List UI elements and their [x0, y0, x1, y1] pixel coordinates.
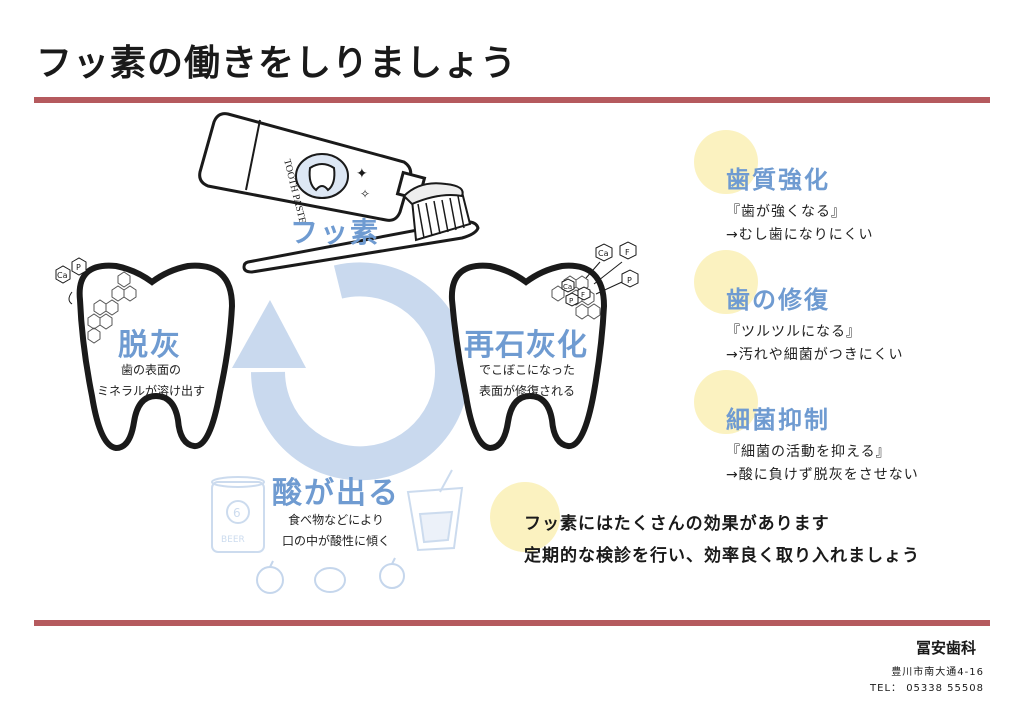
feature-3-title: 細菌抑制 [726, 406, 830, 434]
summary-text: フッ素にはたくさんの効果があります 定期的な検診を行い、効率良く取り入れましょう [524, 508, 920, 572]
feature-1-desc: 『歯が強くなる』 →むし歯になりにくい [726, 201, 873, 247]
feature-3-highlight-dot [694, 370, 758, 434]
feature-2-highlight-dot [694, 250, 758, 314]
feature-2-desc: 『ツルツルになる』 →汚れや細菌がつきにくい [726, 321, 903, 367]
summary-line1: フッ素にはたくさんの効果があります [524, 514, 830, 534]
feature-2-title: 歯の修復 [726, 286, 830, 314]
feature-1-title: 歯質強化 [726, 166, 830, 194]
svg-text:Ca: Ca [598, 249, 609, 258]
remineralization-desc-line2: 表面が修復される [478, 384, 575, 398]
svg-text:6: 6 [233, 506, 241, 520]
acid-desc-line1: 食べ物などにより [288, 513, 384, 527]
acid-desc: 食べ物などにより 口の中が酸性に傾く [266, 510, 406, 552]
fluoride-label: フッ素 [290, 216, 381, 249]
demineralization-title: 脱灰 [118, 328, 182, 363]
summary-line2: 定期的な検診を行い、効率良く取り入れましょう [524, 546, 920, 566]
demineralization-desc-line1: 歯の表面の [120, 363, 181, 377]
remineralization-title: 再石灰化 [464, 328, 588, 363]
svg-text:BEER: BEER [221, 535, 245, 545]
clinic-address: 豊川市南大通4-16 [891, 667, 984, 678]
feature-2-line1: 『ツルツルになる』 [726, 324, 861, 340]
feature-3-line2: →酸に負けず脱灰をさせない [726, 467, 919, 483]
demineralization-desc: 歯の表面の ミネラルが溶け出す [86, 360, 216, 402]
page-title: フッ素の働きをしりましょう [36, 43, 518, 84]
demineralization-desc-line2: ミネラルが溶け出す [96, 384, 205, 398]
left-ion-icons: Ca P [55, 257, 87, 305]
drink-cup-icon [406, 469, 464, 552]
acid-desc-line2: 口の中が酸性に傾く [281, 534, 390, 548]
remineralization-desc: でこぼこになった 表面が修復される [462, 360, 592, 402]
svg-text:F: F [581, 291, 585, 299]
clinic-tel: TEL： 05338 55508 [870, 683, 984, 694]
svg-text:Ca: Ca [57, 271, 68, 280]
right-ion-icons: Ca F P Ca F P [561, 241, 639, 307]
top-divider [34, 97, 990, 103]
feature-1-line1: 『歯が強くなる』 [726, 204, 846, 220]
bottom-divider [34, 620, 990, 626]
beer-can-icon: 6 BEER [211, 476, 265, 553]
summary-highlight-dot [490, 482, 560, 552]
svg-text:P: P [627, 276, 632, 285]
remineralization-desc-line1: でこぼこになった [478, 363, 575, 377]
svg-text:✦: ✦ [356, 166, 368, 182]
toothbrush-icon [242, 182, 480, 274]
svg-text:F: F [625, 248, 630, 257]
feature-3-line1: 『細菌の活動を抑える』 [726, 444, 891, 460]
svg-text:P: P [569, 297, 573, 305]
left-hexagon-pattern-icon [87, 271, 137, 344]
cycle-arrow-icon [232, 262, 469, 481]
right-tooth-icon [448, 262, 608, 452]
feature-1-highlight-dot [694, 130, 758, 194]
svg-text:P: P [76, 263, 81, 272]
feature-1-line2: →むし歯になりにくい [726, 227, 874, 243]
toothpaste-icon: TOOTH PASTE ✦ ✧ [198, 112, 427, 225]
fruit-icons [256, 557, 405, 594]
svg-text:✧: ✧ [360, 187, 370, 201]
feature-3-desc: 『細菌の活動を抑える』 →酸に負けず脱灰をさせない [726, 441, 919, 487]
feature-2-line2: →汚れや細菌がつきにくい [726, 347, 904, 363]
acid-title: 酸が出る [272, 476, 400, 511]
clinic-name: 冨安歯科 [915, 639, 976, 657]
svg-text:Ca: Ca [563, 283, 572, 291]
